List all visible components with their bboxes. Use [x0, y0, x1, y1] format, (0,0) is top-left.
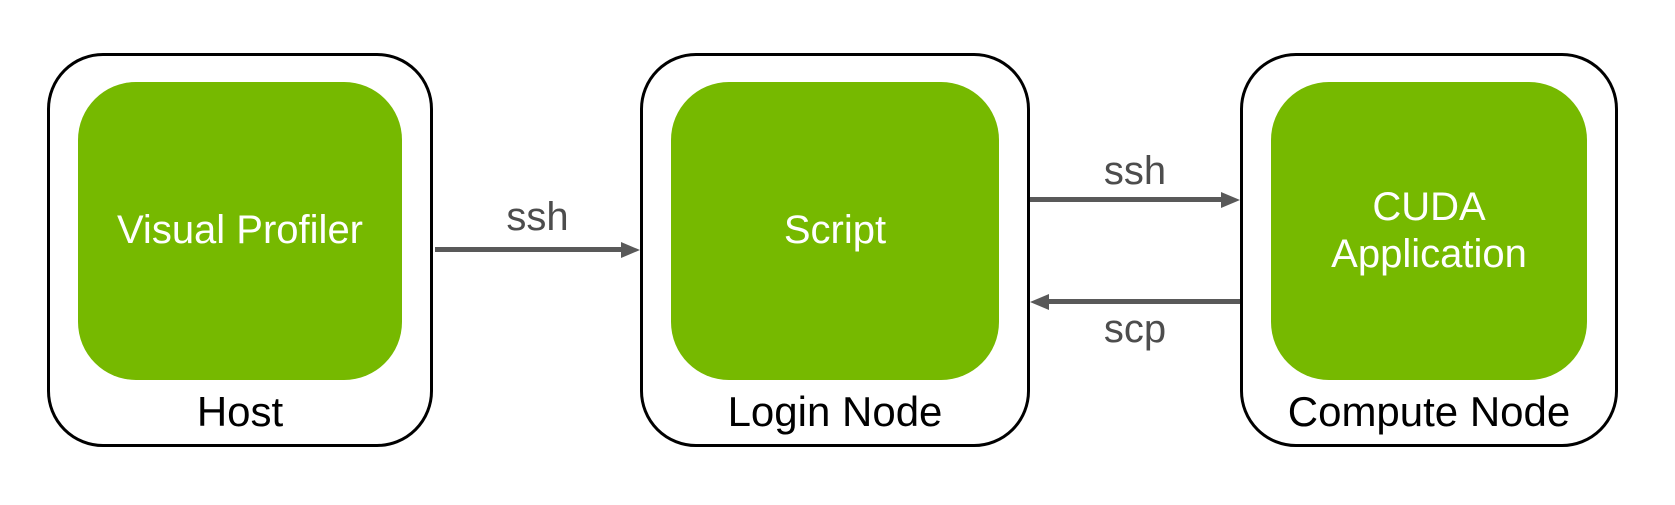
- arrow-host-to-login-head-icon: [621, 242, 640, 258]
- script-label: Script: [783, 208, 887, 253]
- arrow-label-ssh-1: ssh: [506, 195, 569, 239]
- node-compute: CUDA Application Compute Node: [1240, 53, 1618, 447]
- arrow-compute-to-login-head-icon: [1030, 294, 1049, 310]
- arrow-login-to-compute-line: [1030, 197, 1221, 202]
- host-label: Host: [196, 388, 284, 435]
- cuda-application-label: CUDA Application: [1331, 184, 1527, 276]
- node-host: Visual Profiler Host: [47, 53, 433, 447]
- arrow-label-scp: scp: [1103, 307, 1167, 351]
- arrow-compute-to-login-line: [1049, 299, 1240, 304]
- script-box: Script: [671, 82, 999, 380]
- visual-profiler-box: Visual Profiler: [78, 82, 402, 380]
- arrow-login-to-compute-head-icon: [1221, 192, 1240, 208]
- visual-profiler-label: Visual Profiler: [116, 208, 364, 253]
- arrow-host-to-login-line: [435, 247, 621, 252]
- arrow-label-ssh-2: ssh: [1103, 149, 1167, 193]
- cuda-application-box: CUDA Application: [1271, 82, 1587, 380]
- compute-node-label: Compute Node: [1287, 388, 1571, 435]
- node-login: Script Login Node: [640, 53, 1030, 447]
- login-node-label: Login Node: [727, 388, 943, 435]
